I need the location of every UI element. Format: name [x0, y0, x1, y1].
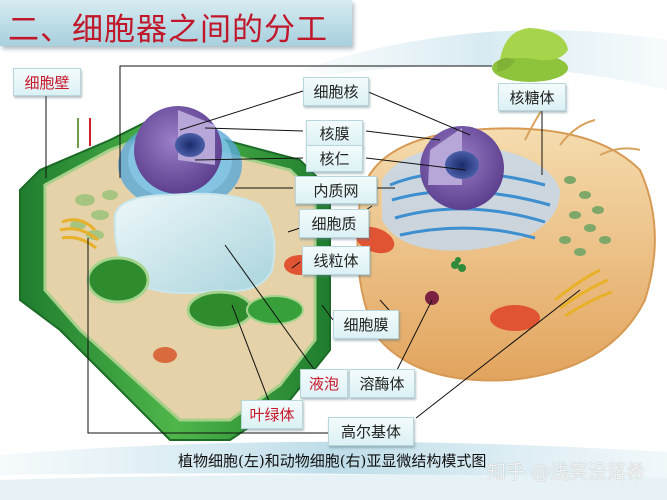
- title-bar: 二、细胞器之间的分工: [0, 0, 352, 48]
- label-cell-membrane: 细胞膜: [333, 310, 399, 339]
- label-lysosome: 溶酶体: [349, 369, 415, 398]
- label-cell-wall: 细胞壁: [13, 68, 81, 96]
- slide-title: 二、细胞器之间的分工: [8, 12, 328, 48]
- label-mitochondrion: 线粒体: [302, 246, 370, 275]
- label-vacuole: 液泡: [300, 369, 348, 398]
- label-ribosome: 核糖体: [498, 83, 566, 111]
- label-golgi-apparatus: 高尔基体: [328, 417, 414, 446]
- label-cytoplasm: 细胞质: [299, 209, 369, 238]
- watermark: 知乎 @浅笑没落希: [487, 461, 646, 483]
- label-endoplasmic-reticulum: 内质网: [295, 176, 377, 204]
- label-nucleolus: 核仁: [306, 145, 363, 172]
- label-nucleus: 细胞核: [303, 77, 369, 106]
- animal-cell-illustration: [355, 104, 656, 382]
- ribosome-model-illustration: [492, 28, 568, 82]
- plant-cell-illustration: [19, 106, 331, 441]
- figure-caption: 植物细胞(左)和动物细胞(右)亚显微结构模式图: [178, 452, 487, 470]
- label-chloroplast: 叶绿体: [241, 400, 303, 429]
- label-nuclear-membrane: 核膜: [306, 120, 363, 147]
